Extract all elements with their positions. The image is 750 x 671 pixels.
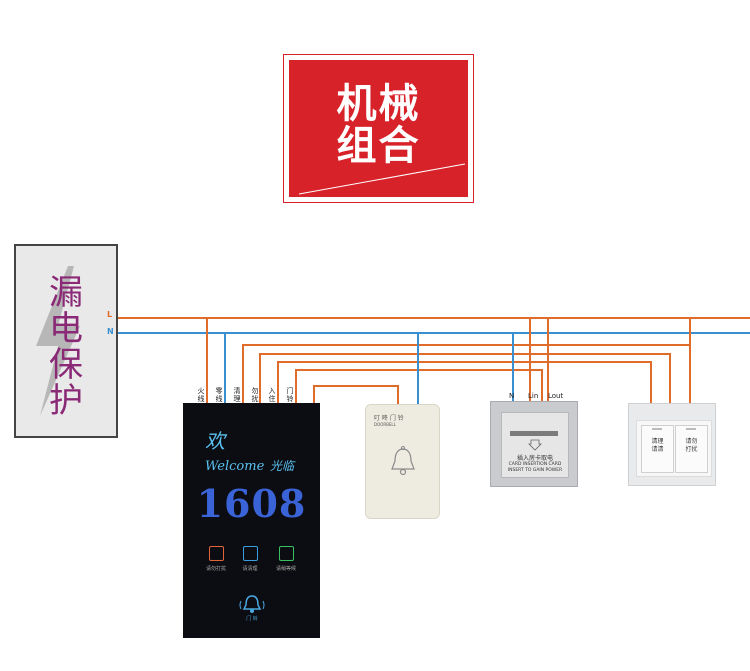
- badge-diagonal-line: [298, 163, 466, 195]
- switch-key-clean[interactable]: 清理请清: [641, 425, 674, 473]
- doorbell-label: 叮 咚 门 铃 DOORBELL: [374, 415, 404, 427]
- switch-frame: 清理请清 请勿打扰: [636, 420, 712, 477]
- breaker-char-3: 保: [49, 345, 83, 385]
- card-switch-text-en1: CARD INSERTION CARD: [508, 462, 562, 467]
- terminal-label-clean: 清理: [233, 387, 241, 403]
- label-live: L: [107, 310, 113, 319]
- card-switch-terminal-lout: Lout: [548, 392, 564, 400]
- switch-indicator: [652, 428, 662, 430]
- room-number: 1608: [196, 481, 307, 526]
- wait-button-icon[interactable]: [279, 546, 294, 561]
- title-line-1: 机械: [336, 81, 421, 127]
- card-switch-text-cn: 插入房卡取电: [516, 455, 553, 462]
- clean-button-caption: 请清理: [242, 566, 258, 572]
- clean-button-icon[interactable]: [243, 546, 258, 561]
- title-badge-fill: 机械 组合: [289, 60, 468, 197]
- bell-icon: [391, 446, 415, 476]
- terminal-label-doorbell: 门铃: [286, 387, 294, 403]
- terminal-label-neutral: 零线: [215, 387, 223, 403]
- terminal-label-checkin: 入住: [268, 387, 276, 403]
- terminal-label-live: 火线: [197, 387, 205, 403]
- breaker-char-4: 护: [49, 381, 83, 421]
- wait-button-caption: 请稍等候: [275, 566, 296, 572]
- dnd-button-icon[interactable]: [209, 546, 224, 561]
- welcome-text: 欢 Welcome 光临: [205, 429, 295, 474]
- card-power-switch: 插入房卡取电 CARD INSERTION CARD INSERT TO GAI…: [490, 401, 578, 487]
- service-switch: 清理请清 请勿打扰: [628, 403, 716, 486]
- label-neutral: N: [107, 327, 114, 336]
- terminal-label-dnd: 勿扰: [251, 387, 259, 403]
- dnd-button-caption: 请勿打扰: [205, 566, 226, 572]
- bell-icon[interactable]: [239, 593, 265, 615]
- title-badge: 机械 组合: [283, 54, 474, 203]
- breaker-char-1: 漏: [49, 273, 83, 313]
- bell-caption: 门 铃: [246, 616, 258, 622]
- switch-indicator: [686, 428, 696, 430]
- switch-key-clean-label: 清理请清: [651, 438, 664, 453]
- leakage-breaker: 漏 电 保 护: [14, 244, 118, 438]
- breaker-char-2: 电: [49, 309, 83, 349]
- card-switch-terminal-n: N: [509, 392, 515, 400]
- card-switch-terminal-lin: Lin: [528, 392, 539, 400]
- card-slot[interactable]: [510, 431, 558, 436]
- switch-key-dnd-label: 请勿打扰: [685, 438, 698, 453]
- arrow-down-icon: [528, 439, 542, 451]
- title-line-2: 组合: [336, 123, 421, 169]
- card-switch-text-en2: INSERT TO GAIN POWER: [507, 468, 563, 473]
- lightning-icon: [36, 266, 80, 416]
- doorplate-panel: 欢 Welcome 光临 1608 请勿打扰 请清理 请稍等候 门 铃: [183, 403, 320, 638]
- card-slot-face: 插入房卡取电 CARD INSERTION CARD INSERT TO GAI…: [501, 412, 569, 478]
- doorbell-unit: 叮 咚 门 铃 DOORBELL: [365, 404, 440, 519]
- switch-key-dnd[interactable]: 请勿打扰: [675, 425, 708, 473]
